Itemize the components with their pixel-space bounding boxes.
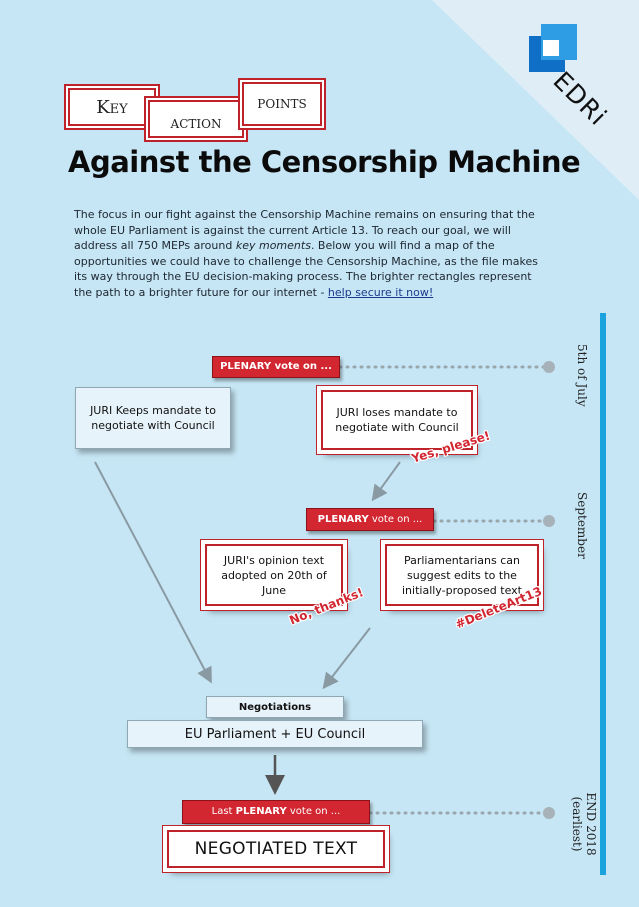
timeline-label-end: END 2018 (earliest) — [570, 792, 598, 856]
plenary-2-strong: PLENARY — [317, 514, 369, 525]
timeline-bar — [600, 313, 606, 875]
intro-text-1: The focus in our fight against the Censo… — [74, 208, 535, 252]
edri-wordmark: EDRi — [547, 66, 613, 132]
final-text: NEGOTIATED TEXT — [194, 838, 358, 859]
help-secure-link[interactable]: help secure it now! — [327, 285, 434, 299]
timeline-label-september: September — [575, 492, 589, 559]
juri-keeps-text: JURI Keeps mandate to negotiate with Cou… — [90, 404, 216, 432]
box-parliamentarians-edits: Parliamentarians can suggest edits to th… — [382, 541, 542, 609]
parliamentarians-text: Parliamentarians can suggest edits to th… — [402, 553, 522, 597]
page-title: Against the Censorship Machine — [68, 145, 581, 179]
edri-logo-icon — [529, 24, 577, 72]
negotiations-text: Negotiations — [238, 701, 312, 713]
plenary-vote-last: Last PLENARY vote on ... — [182, 800, 370, 824]
kicker-points: points — [240, 80, 324, 128]
box-eu-parliament-council: EU Parliament + EU Council — [127, 720, 423, 748]
plenary-3-strong: PLENARY — [235, 806, 287, 817]
plenary-3-light: vote on ... — [286, 806, 341, 817]
plenary-3-prefix: Last — [211, 806, 236, 817]
timeline-dot-september — [543, 515, 555, 527]
intro-text-2: . Below you will find a map of the oppor… — [74, 239, 538, 299]
plenary-2-light: vote on ... — [368, 514, 423, 525]
arrow-parliament-to-negotiations — [322, 627, 371, 690]
plenary-vote-july: PLENARY vote on ... — [212, 356, 340, 378]
eu-bodies-text: EU Parliament + EU Council — [184, 726, 366, 742]
box-juri-loses-mandate: JURI loses mandate to negotiate with Cou… — [318, 387, 476, 453]
plenary-1-strong: PLENARY vote on ... — [220, 361, 332, 372]
intro-paragraph: The focus in our fight against the Censo… — [74, 207, 544, 300]
box-negotiated-text: NEGOTIATED TEXT — [164, 827, 388, 871]
timeline-dot-july — [543, 361, 555, 373]
box-juri-keeps-mandate: JURI Keeps mandate to negotiate with Cou… — [75, 387, 231, 449]
plenary-vote-september: PLENARY vote on ... — [306, 508, 434, 531]
arrow-keeps-to-negotiations — [94, 461, 212, 684]
kicker-action: action — [146, 98, 246, 140]
kicker-key: Key — [66, 86, 158, 128]
intro-emphasis: key moments — [235, 239, 311, 252]
arrow-loses-to-plenary — [371, 461, 401, 502]
juri-loses-text: JURI loses mandate to negotiate with Cou… — [335, 406, 459, 434]
timeline-dot-end — [543, 807, 555, 819]
timeline-label-july: 5th of July — [575, 344, 589, 407]
box-juri-opinion: JURI's opinion text adopted on 20th of J… — [202, 541, 346, 609]
juri-opinion-text: JURI's opinion text adopted on 20th of J… — [221, 553, 327, 597]
box-negotiations: Negotiations — [206, 696, 344, 718]
